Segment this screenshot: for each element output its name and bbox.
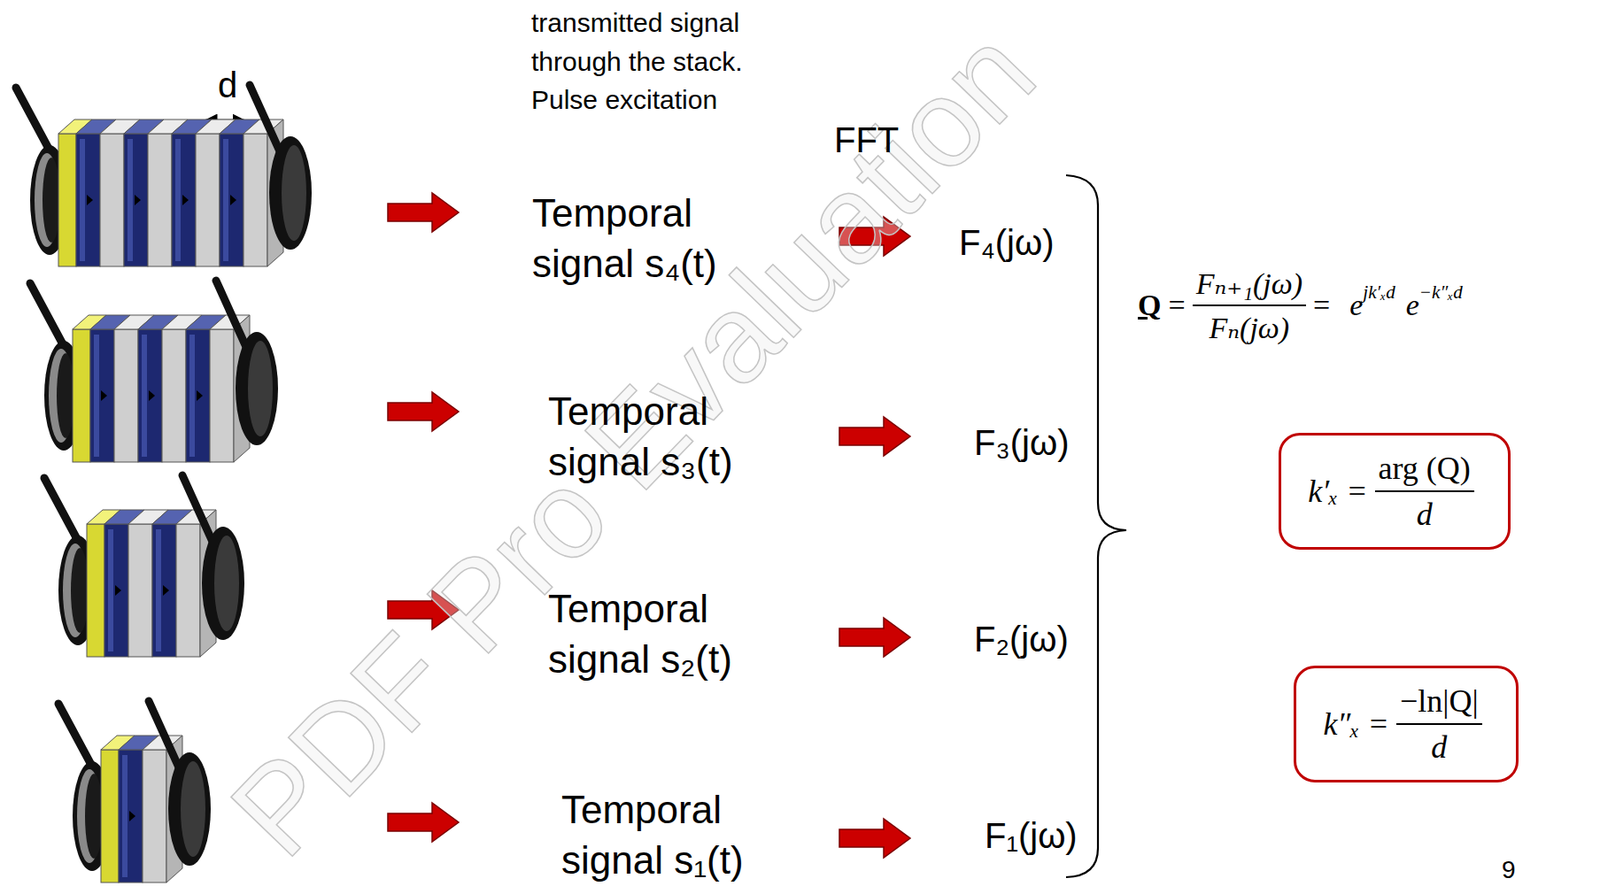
formula: Q=Fₙ₊₁(jω)Fₙ(jω)=ejk′ₓde−k″ₓd (1137, 265, 1465, 346)
page-number: 9 (1501, 857, 1516, 885)
block-arrow (387, 590, 459, 630)
block-arrow (387, 193, 459, 232)
stack-illustration (44, 475, 245, 658)
spectrum-name: F₃(jω) (973, 423, 1069, 463)
result-box: k″ₓ =−ln|Q|d (1293, 665, 1518, 783)
variable-name: Q (1137, 288, 1161, 323)
note-text: transmitted signal through the stack. Pu… (531, 3, 797, 120)
stack-illustration (30, 280, 279, 463)
equation-lhs: k″ₓ = (1322, 705, 1390, 743)
exponent: jk′ₓd (1362, 281, 1395, 304)
exponential-base: e (1349, 288, 1363, 323)
fraction: −ln|Q|d (1396, 682, 1483, 766)
denominator: d (1427, 725, 1451, 766)
block-arrow (839, 819, 911, 858)
equals-sign: = (1313, 288, 1330, 323)
step-label: FFT (834, 120, 899, 160)
numerator: arg (Q) (1375, 449, 1475, 493)
block-arrow (387, 803, 459, 843)
spectrum-name: F₂(jω) (973, 619, 1069, 659)
block-arrow (839, 618, 911, 658)
equals-sign: = (1167, 288, 1185, 323)
signal-name: Temporal signal s₁(t) (561, 784, 804, 886)
numerator: −ln|Q| (1396, 682, 1483, 726)
dimension-label: d (217, 65, 238, 105)
stack-illustration (15, 85, 312, 267)
fraction: Fₙ₊₁(jω)Fₙ(jω) (1192, 265, 1307, 346)
signal-name: Temporal signal s₂(t) (548, 583, 790, 685)
spectrum-name: F₄(jω) (958, 223, 1055, 263)
fraction: arg (Q)d (1375, 449, 1475, 534)
exponential-base: e (1406, 288, 1420, 323)
equation-lhs: k′ₓ = (1307, 472, 1368, 511)
result-box: k′ₓ =arg (Q)d (1278, 432, 1511, 550)
block-arrow (839, 417, 911, 457)
block-arrow (839, 216, 911, 256)
stack-illustration (58, 701, 211, 883)
denominator: Fₙ(jω) (1205, 306, 1294, 346)
curly-brace (1066, 175, 1127, 878)
signal-name: Temporal signal s₄(t) (532, 187, 774, 289)
numerator: Fₙ₊₁(jω) (1192, 265, 1307, 307)
denominator: d (1413, 492, 1437, 534)
block-arrow (387, 392, 459, 432)
exponent: −k″ₓd (1419, 281, 1463, 304)
spectrum-name: F₁(jω) (984, 816, 1078, 856)
signal-name: Temporal signal s₃(t) (548, 386, 790, 487)
